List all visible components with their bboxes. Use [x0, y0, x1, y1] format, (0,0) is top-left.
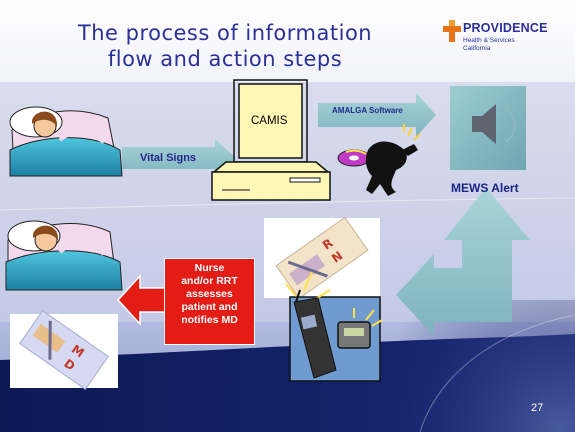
- return-arrow: [396, 188, 530, 336]
- title-line-2: flow and action steps: [107, 47, 343, 71]
- cd-robot-icon: [337, 124, 421, 196]
- rn-badge-icon: R N: [264, 216, 380, 300]
- camis-label: CAMIS: [251, 115, 288, 127]
- logo-sub-1: Health & Services: [463, 37, 515, 44]
- patient-in-bed-2-icon: [5, 220, 123, 291]
- cross-icon: [443, 20, 461, 42]
- logo-sub-2: California: [463, 45, 491, 52]
- title-band: [0, 0, 575, 82]
- red-arrow: [116, 274, 167, 326]
- amalga-arrow: [318, 93, 436, 137]
- amalga-software-label: AMALGA Software: [332, 106, 403, 115]
- phone-pager-icon: [285, 271, 383, 382]
- md-badge-icon: M D: [10, 309, 118, 391]
- nurse-callout: Nurse and/or RRT assesses patient and no…: [164, 258, 255, 345]
- logo-name: PROVIDENCE: [463, 21, 548, 35]
- patient-in-bed-icon: [9, 106, 123, 177]
- title-line-1: The process of information: [77, 21, 373, 45]
- callout-line-1: Nurse: [194, 262, 225, 274]
- callout-line-4: patient and: [181, 301, 238, 313]
- vital-signs-arrow: [122, 139, 236, 177]
- page-number: 27: [531, 402, 544, 414]
- vital-signs-label: Vital Signs: [140, 152, 197, 164]
- computer-icon: [211, 79, 331, 201]
- callout-line-2: and/or RRT: [181, 275, 238, 287]
- mews-alert-label: MEWS Alert: [451, 181, 519, 195]
- slide-title: The process of information flow and acti…: [40, 20, 410, 72]
- speaker-icon: [450, 86, 526, 170]
- providence-logo: PROVIDENCE Health & Services California: [443, 20, 563, 60]
- callout-line-3: assesses: [186, 288, 233, 300]
- callout-line-5: notifies MD: [181, 314, 238, 326]
